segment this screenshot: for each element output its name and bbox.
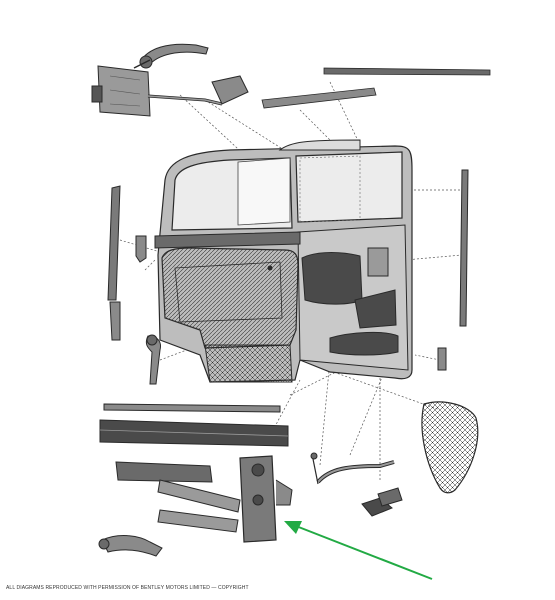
copyright-notice: ALL DIAGRAMS REPRODUCED WITH PERMISSION … <box>6 585 249 591</box>
check-strap <box>310 452 395 485</box>
window-channel-right <box>459 169 469 327</box>
window-regulator <box>115 455 293 543</box>
door-trim-panel <box>161 247 299 383</box>
window-glass <box>171 151 403 231</box>
remote-control-rod <box>147 75 249 106</box>
window-winder-handle <box>98 535 163 557</box>
window-channel-left <box>107 185 121 341</box>
waist-rail-strip-2 <box>99 419 289 447</box>
door-handle-top <box>133 43 209 69</box>
waist-rail-strip-1 <box>103 403 281 413</box>
striker-plate <box>361 487 403 517</box>
door-shell-cover <box>421 401 479 494</box>
weatherstrip-top-long <box>323 67 491 76</box>
door-lock-assembly <box>91 65 151 117</box>
pointer-arrow <box>284 521 433 580</box>
interior-handle <box>145 334 161 385</box>
hinge-bracket <box>135 235 447 371</box>
door-waist-moulding <box>154 231 301 249</box>
weatherstrip-top-short <box>261 87 377 109</box>
